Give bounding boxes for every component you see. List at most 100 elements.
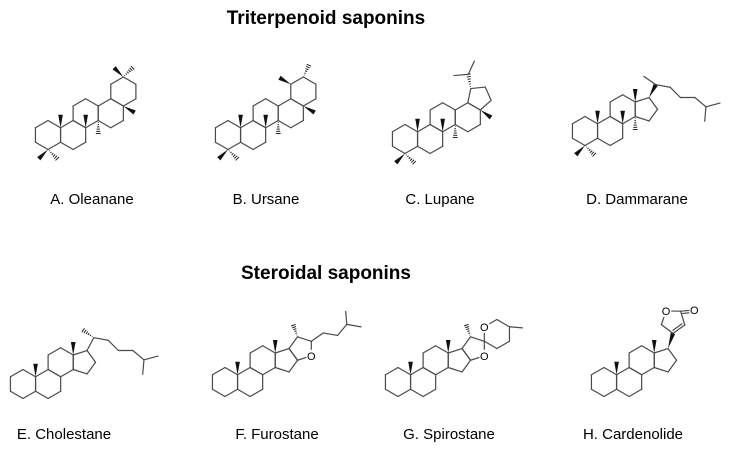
bond <box>72 141 87 151</box>
wedge-bond <box>112 66 124 77</box>
bond <box>397 366 412 376</box>
wedge-bond <box>37 149 48 161</box>
bond <box>345 310 348 325</box>
hash-bond <box>233 155 238 159</box>
bond <box>470 86 486 90</box>
bond <box>60 347 74 356</box>
bond <box>142 359 145 375</box>
bond <box>72 98 87 107</box>
hash-bond <box>230 151 232 154</box>
bond <box>454 123 469 133</box>
bond <box>34 141 49 151</box>
hash-bond <box>81 327 85 333</box>
hash-bond <box>87 332 90 336</box>
bond <box>667 347 678 361</box>
bond <box>461 359 472 373</box>
bond <box>609 115 624 125</box>
hash-bond <box>292 326 297 329</box>
bond <box>296 336 312 342</box>
bond <box>634 115 650 122</box>
wedge-bond <box>394 153 405 165</box>
bond <box>384 388 399 398</box>
bond <box>643 75 657 86</box>
structure-ursane <box>214 63 317 161</box>
bond <box>47 390 62 400</box>
wedge-bond <box>595 110 600 124</box>
bond <box>615 388 630 398</box>
hash-bond <box>467 330 470 332</box>
atom-label-bg <box>661 304 672 317</box>
section-title-steroidal: Steroidal saponins <box>241 263 411 284</box>
bond <box>288 347 299 361</box>
wedge-bond <box>235 361 240 375</box>
bond <box>508 326 524 329</box>
bond <box>469 336 485 342</box>
bond <box>277 119 292 129</box>
bond <box>122 76 137 85</box>
bond <box>236 366 251 376</box>
bond <box>641 345 655 354</box>
oxygen-atom-label: O <box>307 351 316 363</box>
hash-bond <box>405 154 407 156</box>
bond <box>288 359 299 373</box>
atom-label-bg <box>689 303 700 316</box>
bond <box>596 137 611 147</box>
bond <box>290 98 304 107</box>
bond <box>47 141 62 151</box>
hash-bond <box>294 330 297 332</box>
structure-lupane <box>391 60 493 165</box>
bond <box>404 123 419 133</box>
bond <box>290 76 304 85</box>
bond <box>435 345 449 354</box>
wedge-bond <box>408 361 413 375</box>
oxygen-atom-label: O <box>480 322 489 334</box>
bond <box>454 102 469 111</box>
hash-bond <box>408 156 411 160</box>
bond <box>409 366 424 376</box>
hash-bond <box>125 73 128 75</box>
bond <box>467 87 472 104</box>
hash-bond <box>85 331 89 335</box>
bond <box>655 84 671 88</box>
hash-bond <box>50 151 52 154</box>
structure-dammarane <box>571 75 721 157</box>
hash-bond <box>585 146 587 148</box>
bond <box>422 345 437 354</box>
bond <box>93 337 109 341</box>
hash-bond <box>295 332 298 334</box>
bond <box>416 123 431 133</box>
bond <box>397 388 412 398</box>
bond <box>422 388 437 398</box>
wedge-bond <box>263 114 268 128</box>
bond <box>274 347 290 354</box>
bond <box>236 388 251 398</box>
bond <box>227 119 242 129</box>
bond <box>47 119 62 129</box>
bond <box>34 119 49 129</box>
hash-bond <box>587 147 589 150</box>
bond <box>641 366 655 376</box>
wedge-bond <box>440 118 445 132</box>
bond <box>622 94 636 103</box>
atom-label-bg <box>306 349 317 362</box>
bond <box>442 102 456 111</box>
bond <box>391 123 406 133</box>
bond <box>496 340 511 350</box>
label-ursane: B. Ursane <box>232 191 300 208</box>
hash-bond <box>306 63 312 67</box>
bond <box>72 119 87 129</box>
bond <box>224 366 239 376</box>
atom-label-bg <box>479 349 490 362</box>
hash-bond <box>304 70 308 73</box>
bond <box>416 145 431 155</box>
hash-bond <box>52 154 56 158</box>
bond <box>653 366 669 373</box>
bond <box>9 390 24 400</box>
bond <box>609 94 624 103</box>
bond <box>265 119 279 129</box>
bond <box>97 98 112 107</box>
wedge-bond <box>651 339 657 353</box>
bond <box>86 361 97 375</box>
